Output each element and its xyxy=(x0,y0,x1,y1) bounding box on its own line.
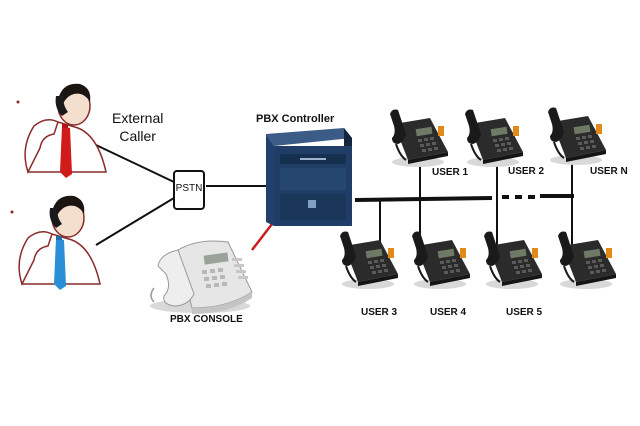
user-4-label: USER 4 xyxy=(430,307,467,318)
user-1-label: USER 1 xyxy=(432,167,469,178)
desk-phone-icon-usern xyxy=(547,106,607,166)
desk-phone-icon-user3 xyxy=(339,230,399,290)
desk-phone-icon-user6 xyxy=(557,230,617,290)
link-caller2-pstn xyxy=(95,197,175,246)
desk-phone-icon-user1 xyxy=(389,108,449,168)
pstn-box xyxy=(173,170,205,210)
link-pbx-console xyxy=(251,223,273,251)
pstn-label: PSTN xyxy=(175,183,203,194)
bus-gap-dots xyxy=(502,195,535,199)
console-phone-icon xyxy=(150,240,253,314)
connection-lines xyxy=(95,144,573,246)
external-caller-label: External Caller xyxy=(112,109,163,145)
pbx-controller-label: PBX Controller xyxy=(256,113,335,125)
person-on-phone-icon xyxy=(10,195,101,290)
pbx-cabinet-icon xyxy=(266,128,352,226)
user-2-label: USER 2 xyxy=(508,166,545,177)
link-caller1-pstn xyxy=(95,144,175,183)
desk-phone-icon-user2 xyxy=(464,108,524,168)
desk-phone-icon-user4 xyxy=(411,230,471,290)
external-caller-line2: Caller xyxy=(119,128,156,144)
user-5-label: USER 5 xyxy=(506,307,543,318)
bus-line-left xyxy=(354,196,493,202)
desk-phone-icon-user5 xyxy=(483,230,543,290)
external-caller-line1: External xyxy=(112,110,164,126)
person-on-phone-icon xyxy=(16,83,107,178)
user-3-label: USER 3 xyxy=(361,307,398,318)
pbx-console-label: PBX CONSOLE xyxy=(170,314,243,325)
user-n-label: USER N xyxy=(590,166,628,177)
